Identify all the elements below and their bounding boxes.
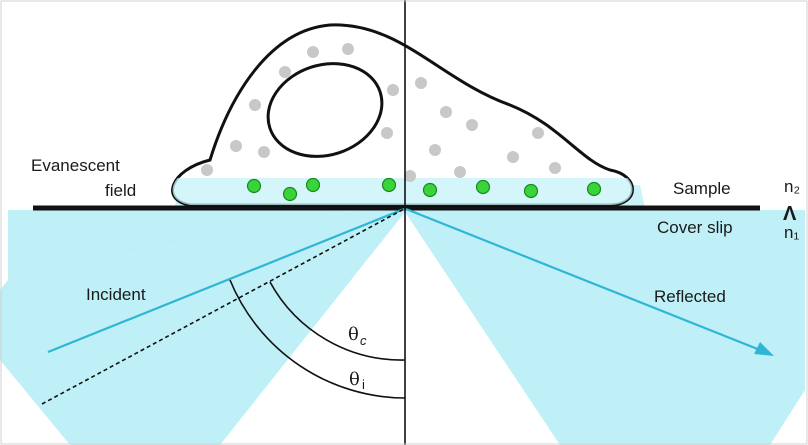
organelle (549, 162, 561, 174)
organelle (258, 146, 270, 158)
theta-i-symbol: θ (349, 369, 360, 390)
cell-body (173, 25, 633, 205)
theta-c-symbol: θ (348, 324, 359, 345)
organelle (279, 66, 291, 78)
fluorophore (383, 179, 396, 192)
reflected-label: Reflected (654, 287, 726, 306)
organelle (532, 127, 544, 139)
fluorophore (588, 183, 601, 196)
fluorophore (307, 179, 320, 192)
organelle (342, 43, 354, 55)
cover-slip-label: Cover slip (657, 218, 733, 237)
organelle (507, 151, 519, 163)
relation-symbol: Λ (783, 203, 797, 225)
theta-i-subscript: i (362, 377, 365, 392)
theta-c-subscript: c (360, 333, 367, 348)
organelle (466, 119, 478, 131)
reflected-beam-band (405, 200, 805, 445)
organelle (307, 46, 319, 58)
organelle (440, 106, 452, 118)
n2-label: n₂ (784, 177, 800, 196)
organelle (415, 77, 427, 89)
organelle (381, 127, 393, 139)
incident-label: Incident (86, 285, 146, 304)
evanescent-label-line2: field (105, 181, 136, 200)
n1-label: n₁ (784, 223, 799, 242)
organelle (429, 144, 441, 156)
sample-label: Sample (673, 179, 731, 198)
fluorophore (525, 185, 538, 198)
organelle (454, 166, 466, 178)
organelle (230, 140, 242, 152)
organelle (201, 164, 213, 176)
organelle (249, 99, 261, 111)
organelle (387, 84, 399, 96)
fluorophore (477, 181, 490, 194)
fluorophore (248, 180, 261, 193)
evanescent-label-line1: Evanescent (31, 156, 120, 175)
fluorophore (424, 184, 437, 197)
fluorophore (284, 188, 297, 201)
